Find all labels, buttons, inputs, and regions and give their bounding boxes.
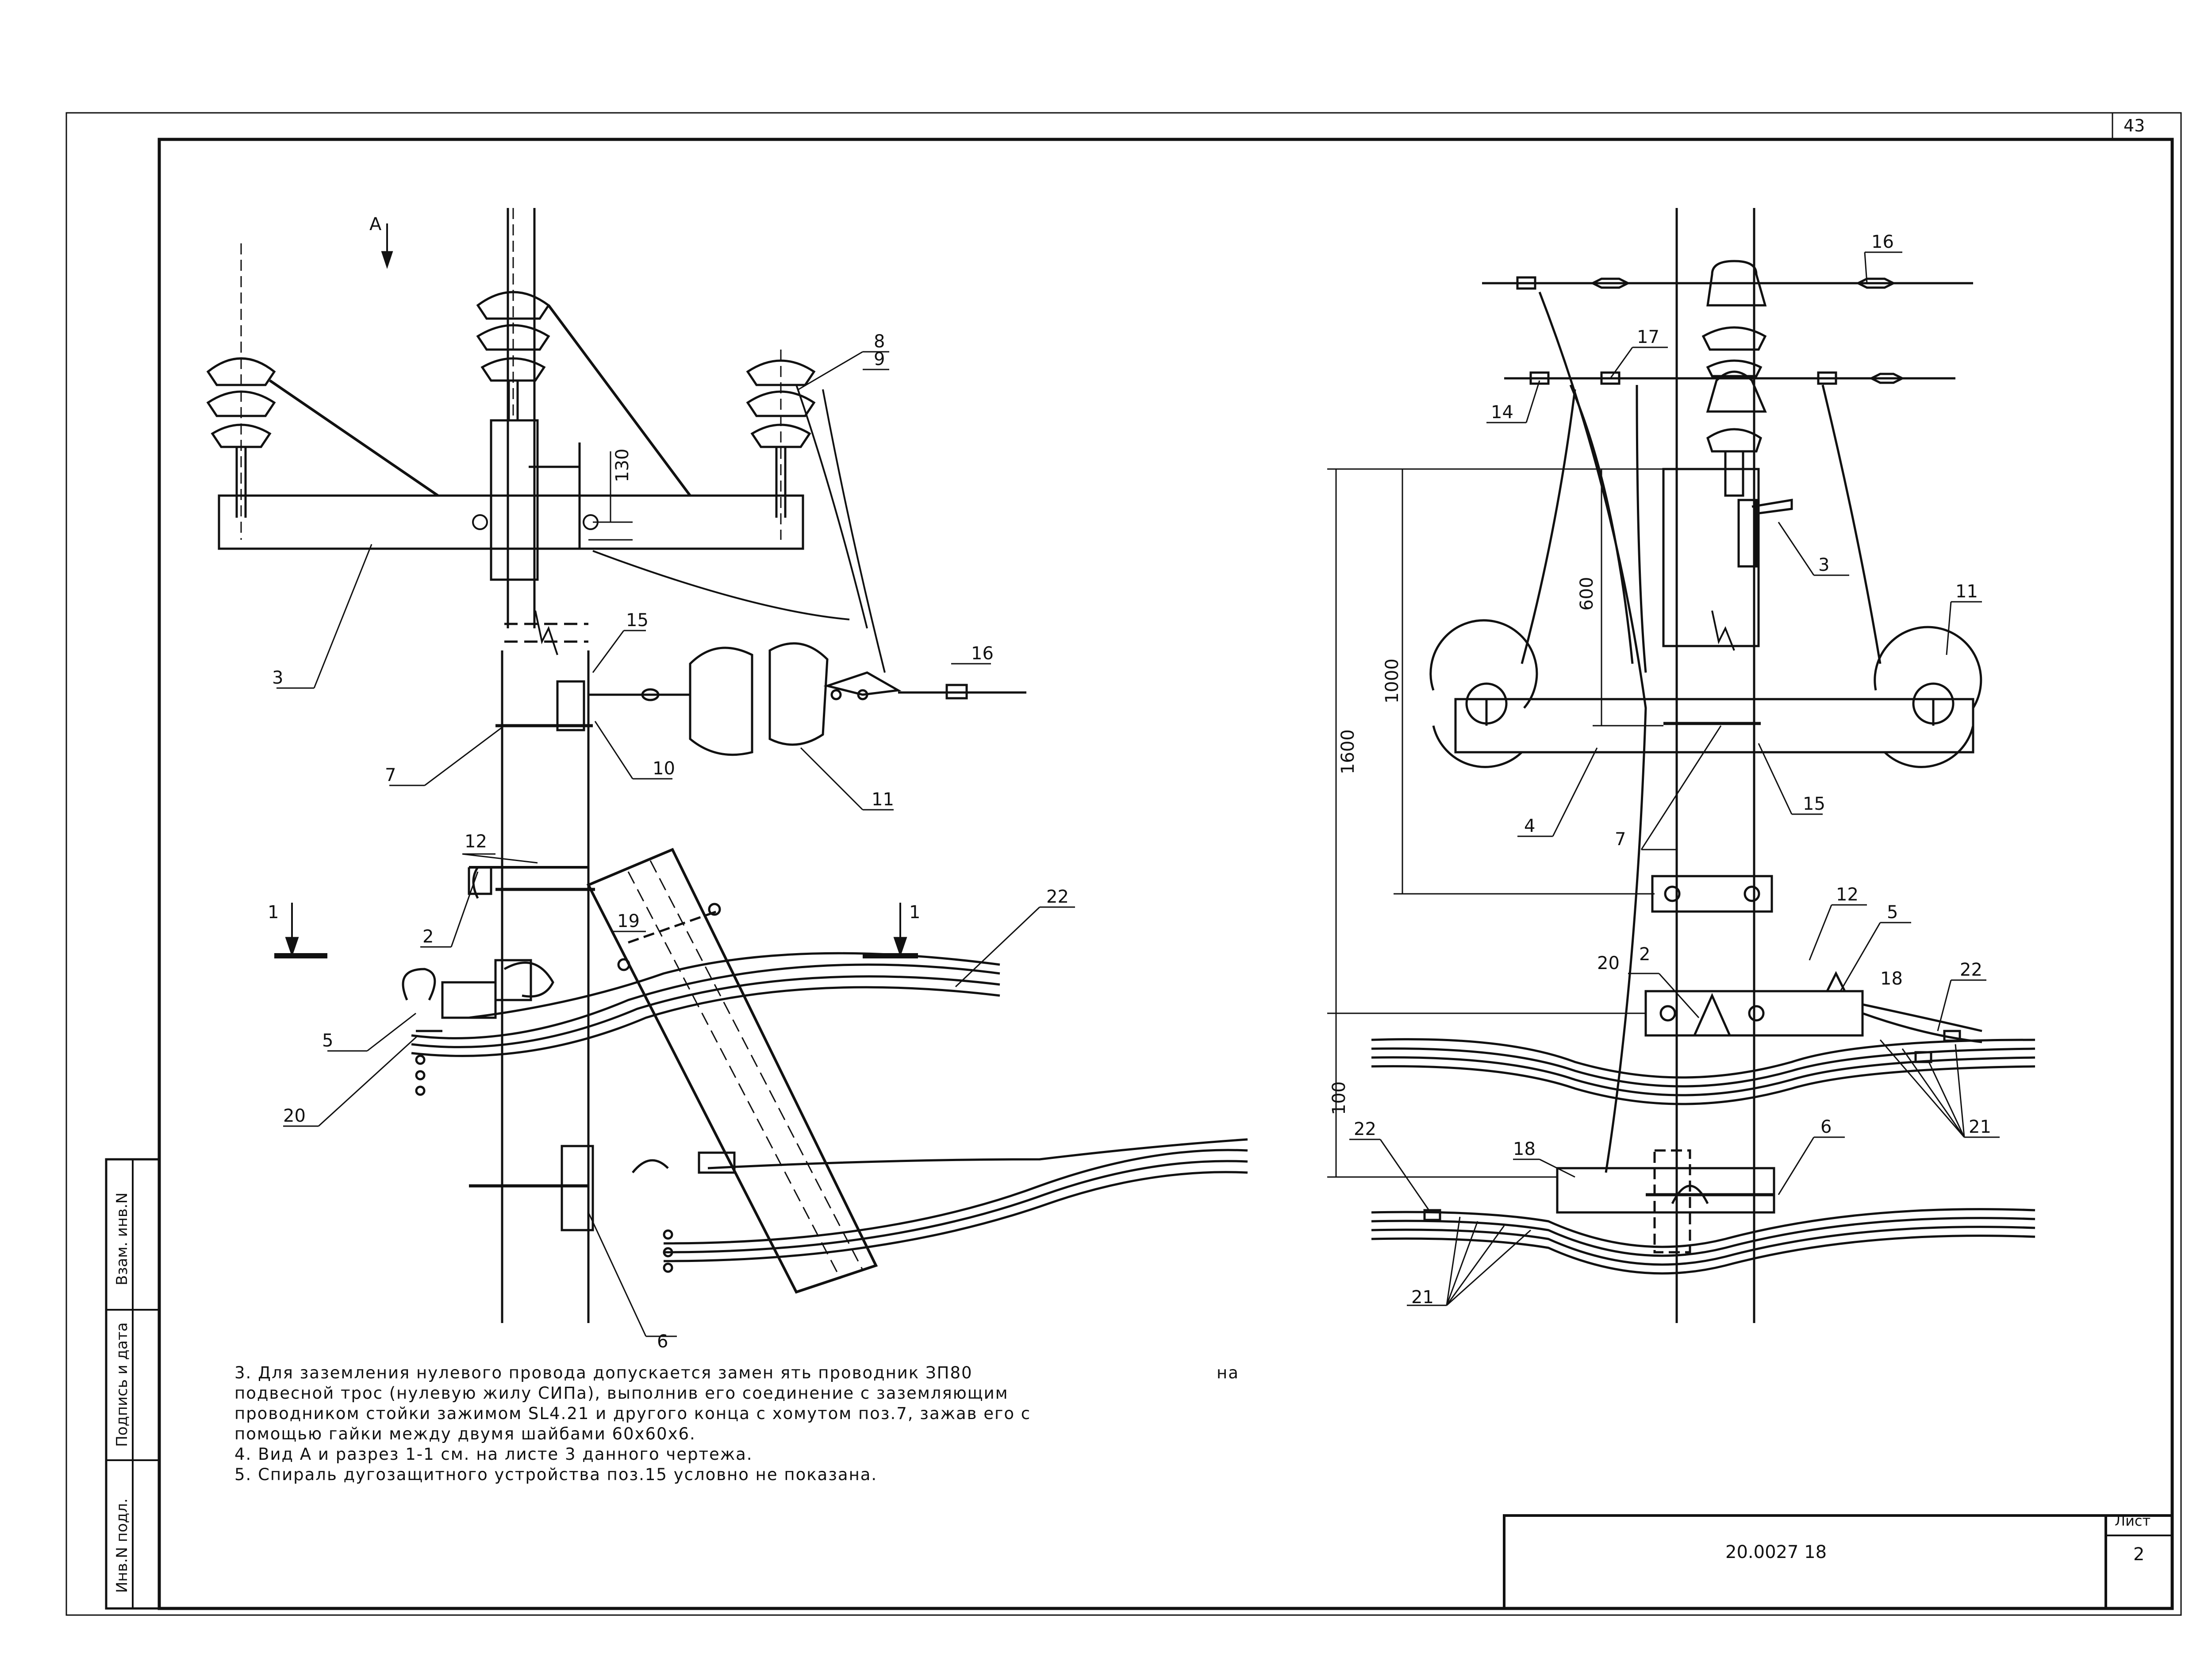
- svg-text:5: 5: [322, 1031, 333, 1051]
- svg-text:100: 100: [1329, 1081, 1349, 1115]
- svg-text:22: 22: [1354, 1119, 1376, 1139]
- svg-text:3: 3: [272, 668, 283, 688]
- svg-text:12: 12: [1836, 885, 1859, 905]
- svg-text:3: 3: [1818, 555, 1829, 575]
- strut-pole: [586, 848, 878, 1294]
- right-view: [1327, 208, 2035, 1323]
- svg-text:22: 22: [1960, 960, 1982, 980]
- crossarm-right: [1454, 698, 1974, 754]
- svg-text:11: 11: [872, 789, 894, 810]
- svg-text:1000: 1000: [1382, 658, 1402, 704]
- svg-text:11: 11: [1955, 581, 1978, 602]
- note-line: помощью гайки между двумя шайбами 60х60х…: [234, 1424, 696, 1443]
- inner-frame: [157, 138, 2174, 1610]
- note-line: 3. Для заземления нулевого провода допус…: [234, 1363, 973, 1382]
- svg-text:19: 19: [617, 911, 640, 931]
- svg-text:20: 20: [283, 1106, 306, 1126]
- svg-text:9: 9: [874, 349, 885, 369]
- svg-text:7: 7: [1615, 829, 1626, 850]
- svg-text:16: 16: [971, 643, 994, 664]
- sheet-number: 2: [2133, 1544, 2145, 1565]
- svg-text:16: 16: [1871, 232, 1894, 252]
- note-line: подвесной трос (нулевую жилу СИПа), выпо…: [234, 1384, 1009, 1403]
- title-block: [1503, 1514, 2174, 1610]
- stamp-replacement-label: Взам. инв.N: [113, 1192, 131, 1285]
- svg-text:1600: 1600: [1338, 729, 1358, 774]
- note-line: 5. Спираль дугозащитного устройства поз.…: [234, 1465, 878, 1484]
- document-code: 20.0027 18: [1725, 1542, 1827, 1562]
- svg-text:12: 12: [465, 831, 487, 852]
- svg-text:15: 15: [626, 610, 649, 631]
- svg-text:7: 7: [385, 765, 396, 785]
- svg-text:10: 10: [653, 758, 675, 779]
- svg-text:6: 6: [657, 1331, 668, 1352]
- svg-text:600: 600: [1577, 577, 1597, 611]
- svg-text:17: 17: [1637, 327, 1659, 347]
- notes-tail: на: [1217, 1363, 1239, 1382]
- svg-text:22: 22: [1046, 887, 1069, 907]
- note-line: проводником стойки зажимом SL4.21 и друг…: [234, 1404, 1031, 1423]
- sheet-label: Лист: [2115, 1512, 2151, 1529]
- left-view: [206, 208, 1248, 1337]
- note-line: 4. Вид А и разрез 1-1 см. на листе 3 дан…: [234, 1445, 753, 1464]
- svg-text:2: 2: [1639, 944, 1650, 965]
- svg-text:20: 20: [1597, 953, 1620, 973]
- strain-insulator: [588, 642, 1026, 756]
- svg-text:21: 21: [1969, 1117, 1991, 1137]
- svg-text:5: 5: [1887, 902, 1898, 923]
- svg-text:8: 8: [874, 331, 885, 352]
- svg-text:14: 14: [1491, 402, 1513, 423]
- svg-text:15: 15: [1803, 794, 1825, 814]
- stamp-original-label: Инв.N подл.: [113, 1498, 131, 1593]
- view-marker: А: [369, 214, 382, 235]
- outer-frame: [65, 112, 2182, 1616]
- notes: на 3. Для заземления нулевого провода до…: [234, 1363, 1261, 1485]
- svg-text:130: 130: [612, 449, 633, 482]
- svg-text:6: 6: [1820, 1117, 1832, 1137]
- section-marker-right: 1: [909, 902, 920, 923]
- stamp-signature-label: Подпись и дата: [113, 1322, 131, 1447]
- svg-text:18: 18: [1513, 1139, 1536, 1159]
- crossarm: [218, 494, 804, 550]
- pin-insulators: [206, 208, 816, 540]
- svg-text:21: 21: [1411, 1287, 1434, 1308]
- page-number: 43: [2124, 116, 2145, 135]
- svg-text:18: 18: [1880, 969, 1903, 989]
- svg-text:4: 4: [1524, 816, 1535, 836]
- section-marker-left: 1: [268, 902, 279, 923]
- svg-text:2: 2: [422, 927, 434, 947]
